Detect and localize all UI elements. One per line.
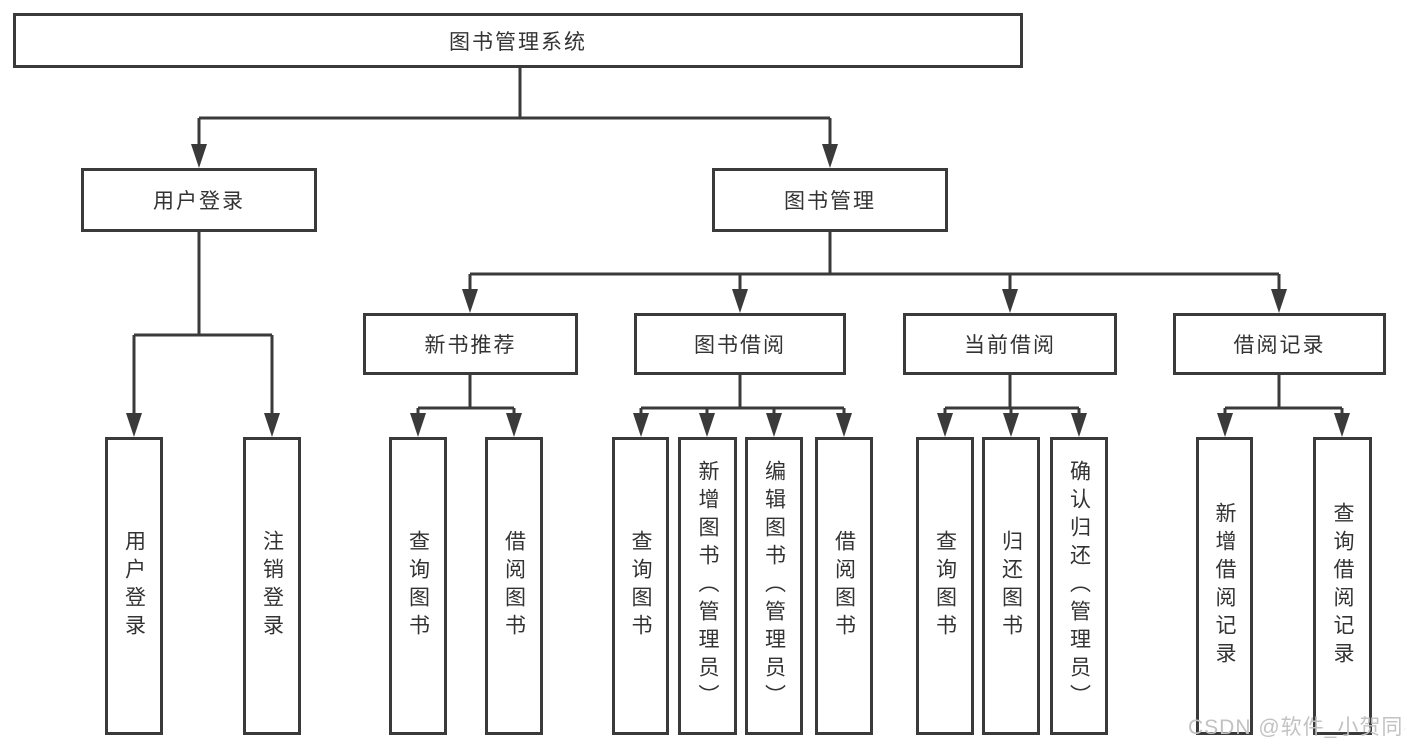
node-book-borrow: 图书借阅 [634,313,846,375]
leaf-borrow-query-books-label: 查询图书 [629,530,652,642]
leaf-recommend-query-books-label: 查询图书 [406,530,430,642]
leaf-borrow-query-books: 查询图书 [612,437,669,735]
leaf-records-query-record: 查询借阅记录 [1313,437,1372,735]
watermark: CSDN @软件_小贺同学 [1188,716,1405,739]
leaf-borrow-borrow-books: 借阅图书 [815,437,873,735]
leaf-logout-label: 注销登录 [260,530,284,642]
node-root: 图书管理系统 [13,13,1023,68]
leaf-borrow-edit-books-admin: 编辑图书（管理员） [745,437,803,735]
leaf-logout: 注销登录 [243,437,301,735]
node-book-management: 图书管理 [712,168,948,232]
leaf-recommend-query-books: 查询图书 [389,437,447,735]
node-root-label: 图书管理系统 [449,30,587,54]
leaf-current-return-books: 归还图书 [982,437,1040,735]
leaf-borrow-add-books-admin-label: 新增图书（管理员） [696,460,719,712]
leaf-user-login: 用户登录 [105,437,163,735]
node-new-book-recommend: 新书推荐 [363,313,578,375]
leaf-borrow-add-books-admin: 新增图书（管理员） [678,437,737,735]
node-book-borrow-label: 图书借阅 [694,334,786,357]
node-borrow-records-label: 借阅记录 [1233,334,1326,357]
leaf-current-confirm-return-admin-label: 确认归还（管理员） [1067,460,1091,712]
leaf-recommend-borrow-books: 借阅图书 [485,437,543,735]
leaf-current-query-books: 查询图书 [916,437,974,735]
node-current-borrow: 当前借阅 [903,313,1117,375]
leaf-recommend-borrow-books-label: 借阅图书 [502,530,526,642]
leaf-records-query-record-label: 查询借阅记录 [1331,502,1354,670]
leaf-current-return-books-label: 归还图书 [999,530,1023,642]
leaf-records-add-record-label: 新增借阅记录 [1213,502,1236,670]
node-borrow-records: 借阅记录 [1173,313,1386,375]
leaf-current-confirm-return-admin: 确认归还（管理员） [1050,437,1108,735]
leaf-user-login-label: 用户登录 [122,530,146,642]
leaf-current-query-books-label: 查询图书 [933,530,957,642]
node-user-login-label: 用户登录 [153,190,245,213]
node-user-login: 用户登录 [81,168,317,232]
leaf-records-add-record: 新增借阅记录 [1196,437,1253,735]
leaf-borrow-borrow-books-label: 借阅图书 [832,530,856,642]
node-book-management-label: 图书管理 [784,190,876,213]
leaf-borrow-edit-books-admin-label: 编辑图书（管理员） [762,460,786,712]
node-current-borrow-label: 当前借阅 [964,334,1056,357]
node-new-book-recommend-label: 新书推荐 [424,334,517,357]
